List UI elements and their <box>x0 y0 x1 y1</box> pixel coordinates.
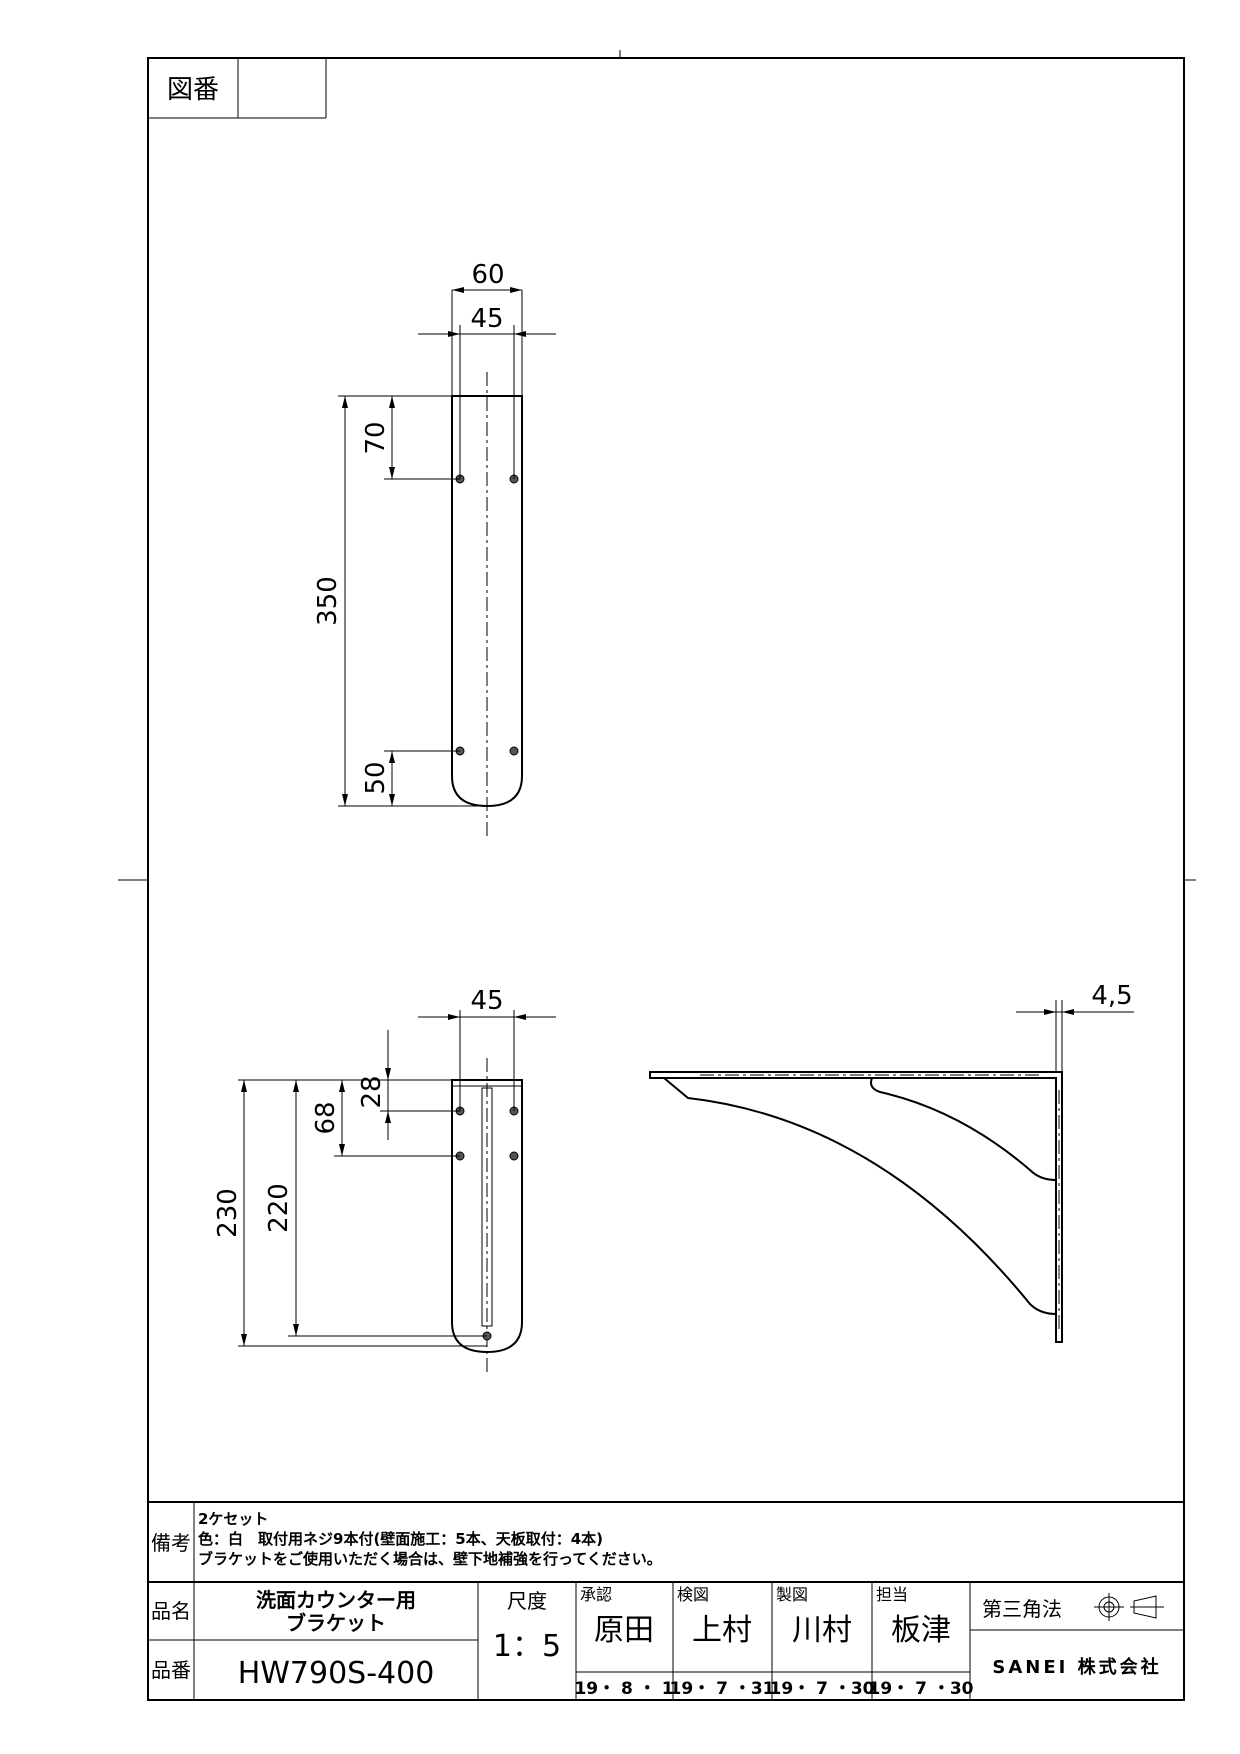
mounting-hole <box>509 746 519 756</box>
side-view-gusset-inner <box>870 1077 1057 1181</box>
approval-role: 承認 <box>580 1585 612 1604</box>
approval-name: 川村 <box>792 1613 852 1648</box>
approval-role: 担当 <box>876 1585 908 1604</box>
approval-date: 19・ 7 ・31 <box>670 1679 775 1699</box>
dim-length-230: 230 <box>213 1188 243 1238</box>
product-name-label: 品名 <box>151 1599 191 1623</box>
dim-length-350: 350 <box>313 576 343 626</box>
approval-date: 19・ 8 ・ 1 <box>574 1679 673 1699</box>
dim-second-hole-68: 68 <box>311 1101 341 1134</box>
dim-hole-pitch-45-front: 45 <box>470 986 503 1016</box>
third-angle-projection-icon <box>1094 1593 1164 1621</box>
company-name: SANEI 株式会社 <box>992 1656 1161 1678</box>
notes-label: 備考 <box>151 1531 191 1555</box>
projection-label: 第三角法 <box>982 1597 1062 1621</box>
front-view: 45 230 220 68 28 <box>213 986 556 1372</box>
product-number-label: 品番 <box>151 1658 191 1682</box>
top-view: 60 45 350 70 50 <box>313 260 556 836</box>
dim-first-hole-28: 28 <box>357 1075 387 1108</box>
drawing-number-box: 図番 <box>148 58 327 119</box>
side-view-flange <box>649 1071 1063 1343</box>
drawing-frame <box>147 57 1185 1701</box>
notes-block: 備考 2ケセット 色：白 取付用ネジ9本付(壁面施工：5本、天板取付：4本) ブ… <box>148 1501 1184 1700</box>
drawing-number-label: 図番 <box>167 75 219 105</box>
dim-thickness-4-5: 4,5 <box>1091 981 1132 1011</box>
approval-role: 製図 <box>776 1585 808 1604</box>
dim-slot-220: 220 <box>264 1183 294 1233</box>
dim-width-60: 60 <box>471 260 504 290</box>
notes-line-2: 色：白 取付用ネジ9本付(壁面施工：5本、天板取付：4本) <box>198 1530 603 1548</box>
mounting-hole <box>509 1151 519 1161</box>
dim-hole-bottom-50: 50 <box>361 761 391 794</box>
notes-line-3: ブラケットをご使用いただく場合は、壁下地補強を行ってください。 <box>198 1550 662 1568</box>
scale-value: 1：5 <box>493 1629 561 1664</box>
approval-role: 検図 <box>677 1585 709 1604</box>
dim-hole-pitch-45: 45 <box>470 304 503 334</box>
approval-name: 上村 <box>692 1613 752 1648</box>
scale-label: 尺度 <box>507 1589 547 1613</box>
approval-date: 19・ 7 ・30 <box>869 1679 974 1699</box>
product-name-line-1: 洗面カウンター用 <box>256 1588 416 1612</box>
product-name-line-2: ブラケット <box>286 1611 386 1635</box>
side-view: 4,5 <box>649 981 1134 1343</box>
approval-name: 原田 <box>594 1613 654 1648</box>
side-view-gusset-outer <box>663 1077 1057 1315</box>
title-block: 品名 洗面カウンター用 ブラケット 品番 HW790S-400 尺度 1：5 承… <box>148 1581 1184 1700</box>
notes-line-1: 2ケセット <box>198 1510 268 1528</box>
approval-date: 19・ 7 ・30 <box>770 1679 875 1699</box>
dim-hole-top-70: 70 <box>361 421 391 454</box>
approval-name: 板津 <box>891 1613 951 1648</box>
product-number: HW790S-400 <box>238 1656 435 1691</box>
